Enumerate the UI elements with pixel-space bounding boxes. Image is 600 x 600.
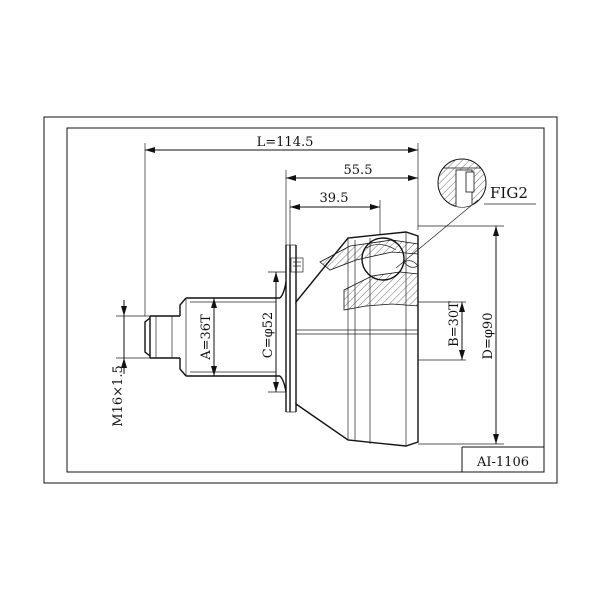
outer-frame	[43, 116, 558, 484]
dim-length-mid: 55.5	[286, 163, 418, 181]
cv-joint-outline	[144, 231, 419, 447]
dim-thread: M16×1.5	[111, 300, 150, 427]
fig2-detail: FIG2	[395, 158, 536, 269]
part-number: AI-1106	[476, 455, 529, 470]
svg-text:M16×1.5: M16×1.5	[111, 365, 126, 426]
dim-dia-c: C=φ52	[261, 271, 286, 393]
inner-frame	[66, 127, 545, 473]
dim-spline-a: A=36T	[199, 298, 217, 376]
dim-dia-d: D=φ90	[418, 225, 504, 445]
part-number-box: AI-1106	[461, 446, 544, 472]
dim-length-total: L=114.5	[145, 135, 418, 153]
figure-label: FIG2	[490, 184, 528, 202]
dim-length-inner: 39.5	[290, 191, 380, 210]
svg-text:C=φ52: C=φ52	[261, 312, 276, 358]
svg-text:39.5: 39.5	[320, 191, 349, 206]
svg-text:L=114.5: L=114.5	[257, 135, 314, 150]
svg-text:55.5: 55.5	[344, 163, 373, 178]
svg-text:D=φ90: D=φ90	[481, 313, 496, 360]
svg-text:B=30T: B=30T	[447, 301, 462, 347]
svg-text:A=36T: A=36T	[199, 314, 214, 361]
dim-spline-b: B=30T	[418, 301, 466, 361]
